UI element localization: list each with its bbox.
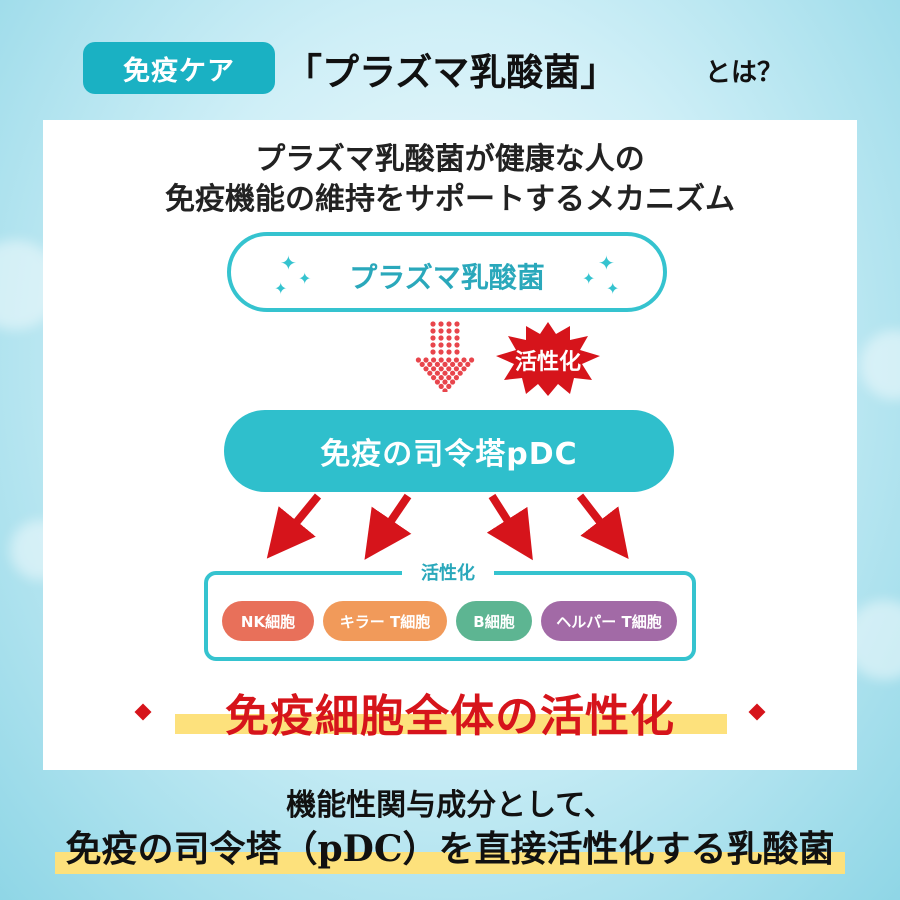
header: 免疫ケア 「プラズマ乳酸菌」 とは？ xyxy=(0,38,900,102)
cell-chip-nk: NK細胞 xyxy=(222,601,314,641)
activation-label: 活性化 xyxy=(514,350,581,375)
sparkle-icon: ✦ xyxy=(280,251,297,275)
category-tag: 免疫ケア xyxy=(83,42,275,94)
source-label: プラズマ乳酸菌 xyxy=(349,261,545,294)
intro-text: プラズマ乳酸菌が健康な人の 免疫機能の維持をサポートするメカニズム xyxy=(0,140,900,220)
footer-highlight xyxy=(55,852,845,874)
cell-chip-killer-t: キラー T細胞 xyxy=(323,601,447,641)
hub-pill: 免疫の司令塔pDC xyxy=(224,410,674,492)
red-arrows xyxy=(266,493,629,561)
intro-line-2: 免疫機能の維持をサポートするメカニズム xyxy=(165,182,735,217)
sparkle-icon: ✦ xyxy=(298,269,312,288)
result-block: 免疫細胞全体の活性化 xyxy=(0,680,900,742)
cell-chip-helper-t: ヘルパー T細胞 xyxy=(541,601,677,641)
hub-label: 免疫の司令塔pDC xyxy=(320,437,578,472)
arrow-killer-icon xyxy=(364,493,412,560)
intro-line-1: プラズマ乳酸菌が健康な人の xyxy=(255,142,645,177)
sparkle-icon: ✦ xyxy=(582,269,596,288)
arrow-helper-icon xyxy=(576,493,629,559)
sparkle-icon: ✦ xyxy=(606,279,620,298)
arrow-b-icon xyxy=(486,493,533,561)
dotted-arrow-icon xyxy=(415,321,475,392)
cell-chip-b: B細胞 xyxy=(456,601,532,641)
footer-line-1: 機能性関与成分として、 xyxy=(286,788,614,823)
sparkle-icon: ✦ xyxy=(274,279,288,298)
result-text: 免疫細胞全体の活性化 xyxy=(225,691,675,742)
cells-group-label: 活性化 xyxy=(402,560,494,588)
source-pill: プラズマ乳酸菌 xyxy=(227,232,667,312)
page-title: 「プラズマ乳酸菌」 xyxy=(285,50,618,94)
footer-line-2: 免疫の司令塔（pDC）を直接活性化する乳酸菌 xyxy=(65,828,835,870)
bokeh-decoration xyxy=(860,330,900,400)
arrow-nk-icon xyxy=(266,493,322,559)
result-highlight xyxy=(175,714,727,734)
page-title-suffix: とは？ xyxy=(705,58,784,88)
sparkle-icon: ✦ xyxy=(598,251,615,275)
burst-icon xyxy=(496,322,600,396)
